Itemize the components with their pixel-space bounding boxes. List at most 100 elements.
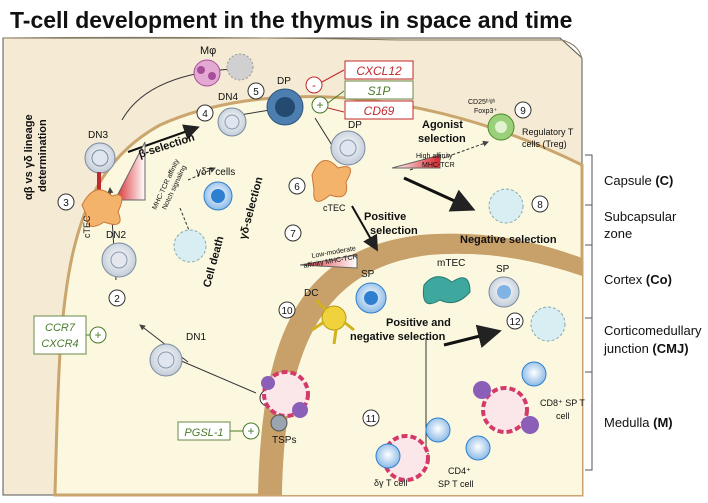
medulla-vessel-right: [465, 361, 547, 461]
svg-text:Corticomedullary: Corticomedullary: [604, 323, 702, 338]
beta-selection-arrow: [127, 124, 200, 153]
label-sp-left: SP: [361, 269, 375, 280]
apoptotic-cell-cmj: [530, 306, 566, 342]
ctec-left: [81, 189, 123, 227]
svg-text:Medulla (M): Medulla (M): [604, 415, 673, 430]
label-gd-tcell-bottom: δγ T cell: [374, 478, 407, 488]
ctec-mid: [311, 160, 351, 202]
svg-text:9: 9: [520, 106, 526, 117]
medulla-vessel-left: [375, 417, 451, 482]
label-dn4: DN4: [218, 92, 238, 103]
macrophage-cell: [193, 53, 254, 87]
label-treg-line1: Regulatory T: [522, 127, 574, 137]
svg-text:7: 7: [290, 229, 296, 240]
dying-cell: [173, 229, 207, 263]
label-positive-line1: Positive: [364, 211, 406, 223]
label-high-affinity-line1: High affinity: [416, 153, 453, 160]
dn1-cell: [149, 343, 183, 377]
label-dp-top: DP: [277, 76, 291, 87]
svg-text:11: 11: [366, 414, 377, 425]
step-7: 7: [284, 224, 302, 242]
label-lineage-line2: determination: [37, 119, 49, 192]
svg-text:CXCL12: CXCL12: [356, 64, 402, 78]
label-treg-line2: cells (Treg): [522, 139, 567, 149]
label-treg-marker2: Foxp3⁺: [474, 108, 497, 115]
negative-selection-arrow: [403, 176, 476, 212]
label-tsps: TSPs: [272, 435, 296, 446]
positive-selection-arrow: [351, 205, 378, 252]
svg-text:+: +: [316, 98, 323, 112]
dn4-cell: [217, 107, 247, 137]
step-12: 12: [506, 312, 524, 330]
label-mtec: mTEC: [437, 258, 465, 269]
svg-text:CCR7: CCR7: [45, 322, 76, 334]
gd-t-cell: [203, 181, 233, 211]
pgsl1-box: PGSL-1 +: [177, 421, 260, 441]
dp-cell-top: [266, 88, 304, 126]
dn2-cell: [101, 242, 137, 278]
label-cd8-line2: cell: [556, 411, 570, 421]
affinity-triangle-left: [114, 141, 146, 201]
step-9: 9: [514, 101, 532, 119]
label-positive-line2: selection: [370, 225, 418, 237]
step-circles: 1 2 3 4 5 6 7 8 9 10 11 12: [57, 82, 549, 427]
label-sp-right: SP: [496, 264, 510, 275]
svg-text:+: +: [94, 328, 101, 342]
svg-text:Subcapsular: Subcapsular: [604, 209, 677, 224]
label-dn2: DN2: [106, 230, 126, 241]
label-agonist-line1: Agonist: [422, 119, 463, 131]
zone-medulla: Medulla (M): [585, 371, 673, 471]
svg-text:8: 8: [537, 200, 543, 211]
label-dc: DC: [304, 288, 318, 299]
page-title: T-cell development in the thymus in spac…: [10, 7, 572, 33]
svg-text:Capsule (C): Capsule (C): [604, 173, 673, 188]
step-4: 4: [196, 104, 214, 122]
label-gd-tcells: γδT cells: [196, 167, 235, 178]
label-agonist-line2: selection: [418, 133, 466, 145]
svg-text:PGSL-1: PGSL-1: [184, 427, 223, 439]
svg-text:zone: zone: [604, 226, 632, 241]
label-dn1: DN1: [186, 332, 206, 343]
label-treg-marker1: CD25ʰⁱᵍʰ: [468, 98, 495, 106]
cmj-negative-arrow: [443, 324, 502, 349]
plus-circle-s1p: +: [311, 90, 345, 114]
label-pos-neg-line2: negative selection: [350, 331, 446, 343]
label-ctec-left: cTEC: [82, 215, 92, 238]
svg-text:2: 2: [114, 294, 120, 305]
svg-text:6: 6: [294, 182, 300, 193]
medulla-region: [282, 253, 582, 495]
ccr7-cxcr4-box: CCR7 CXCR4 +: [33, 315, 107, 355]
zone-cortex: Cortex (Co): [585, 244, 672, 319]
affinity-triangle-high: [391, 154, 441, 169]
tsp-vessel: [261, 370, 310, 432]
step-5: 5: [247, 82, 265, 100]
step-6: 6: [288, 177, 306, 195]
minus-circle: -: [305, 69, 345, 94]
step-3: 3: [57, 193, 75, 211]
label-macrophage: Mφ: [200, 45, 216, 57]
step-10: 10: [278, 301, 296, 319]
zone-capsule: Capsule (C): [585, 154, 673, 206]
label-lineage-line1: αβ vs γδ lineage: [23, 114, 35, 200]
svg-text:-: -: [312, 78, 316, 92]
svg-text:junction (CMJ): junction (CMJ): [603, 341, 689, 356]
svg-text:10: 10: [281, 306, 293, 317]
dp-cell-mid: [330, 130, 366, 166]
label-dp-mid: DP: [348, 120, 362, 131]
cmj-band: [258, 233, 582, 495]
svg-text:CXCR4: CXCR4: [41, 338, 78, 350]
mtec-cell: [422, 276, 471, 305]
zone-cmj: Corticomedullary junction (CMJ): [585, 317, 702, 373]
label-cd4-line1: CD4⁺: [448, 466, 471, 476]
s1p-box: S1P: [344, 80, 414, 100]
cd69-box: CD69: [344, 100, 414, 120]
dc-cell: [311, 298, 355, 345]
treg-cell: [487, 113, 515, 141]
label-pos-neg-line1: Positive and: [386, 317, 451, 329]
label-ctec-mid: cTEC: [323, 203, 346, 213]
svg-text:CD69: CD69: [364, 104, 395, 118]
step-11: 11: [362, 409, 380, 427]
sp-cell-left: [355, 282, 387, 314]
